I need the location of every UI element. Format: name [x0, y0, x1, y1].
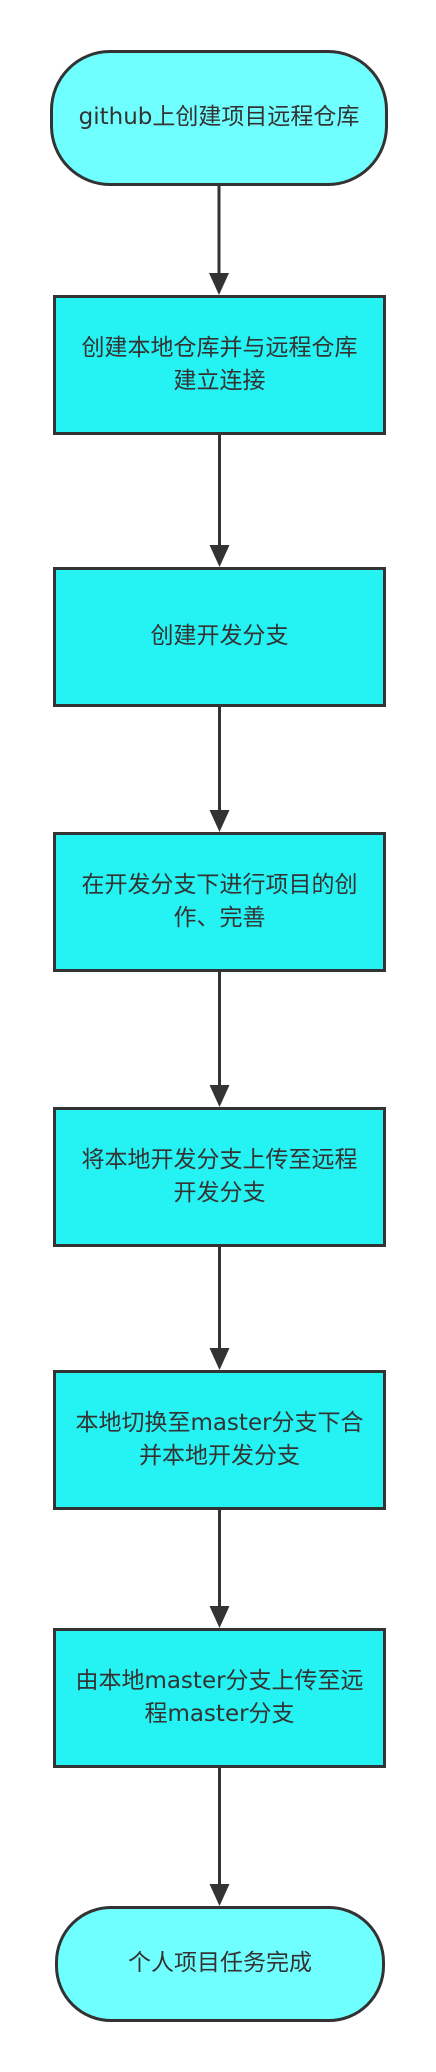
node-label: 本地切换至master分支下合并本地开发分支 — [75, 1409, 364, 1469]
node-label: 创建开发分支 — [150, 623, 289, 650]
arrowhead-icon — [209, 1606, 230, 1628]
arrowhead-icon — [209, 810, 230, 832]
start-node-create-remote-repo: github上创建项目远程仓库 — [50, 50, 388, 186]
node-label: 在开发分支下进行项目的创作、完善 — [81, 871, 358, 931]
arrowhead-icon — [209, 273, 229, 295]
process-node-develop-project: 在开发分支下进行项目的创作、完善 — [53, 832, 386, 972]
arrowhead-icon — [209, 1884, 230, 1906]
node-label: 个人项目任务完成 — [128, 1950, 312, 1977]
process-node-push-master: 由本地master分支上传至远程master分支 — [53, 1628, 386, 1768]
arrowhead-icon — [209, 1085, 230, 1107]
node-label: 由本地master分支上传至远程master分支 — [75, 1667, 364, 1727]
end-node-task-complete: 个人项目任务完成 — [55, 1906, 385, 2022]
node-label: github上创建项目远程仓库 — [78, 104, 360, 131]
arrowhead-icon — [209, 545, 230, 567]
process-node-push-dev-branch: 将本地开发分支上传至远程开发分支 — [53, 1107, 386, 1247]
arrowhead-icon — [209, 1348, 230, 1370]
node-label: 创建本地仓库并与远程仓库建立连接 — [81, 334, 358, 394]
process-node-create-dev-branch: 创建开发分支 — [53, 567, 386, 707]
node-label: 将本地开发分支上传至远程开发分支 — [81, 1146, 358, 1206]
process-node-merge-into-master: 本地切换至master分支下合并本地开发分支 — [53, 1370, 386, 1510]
process-node-create-local-repo: 创建本地仓库并与远程仓库建立连接 — [53, 295, 386, 435]
